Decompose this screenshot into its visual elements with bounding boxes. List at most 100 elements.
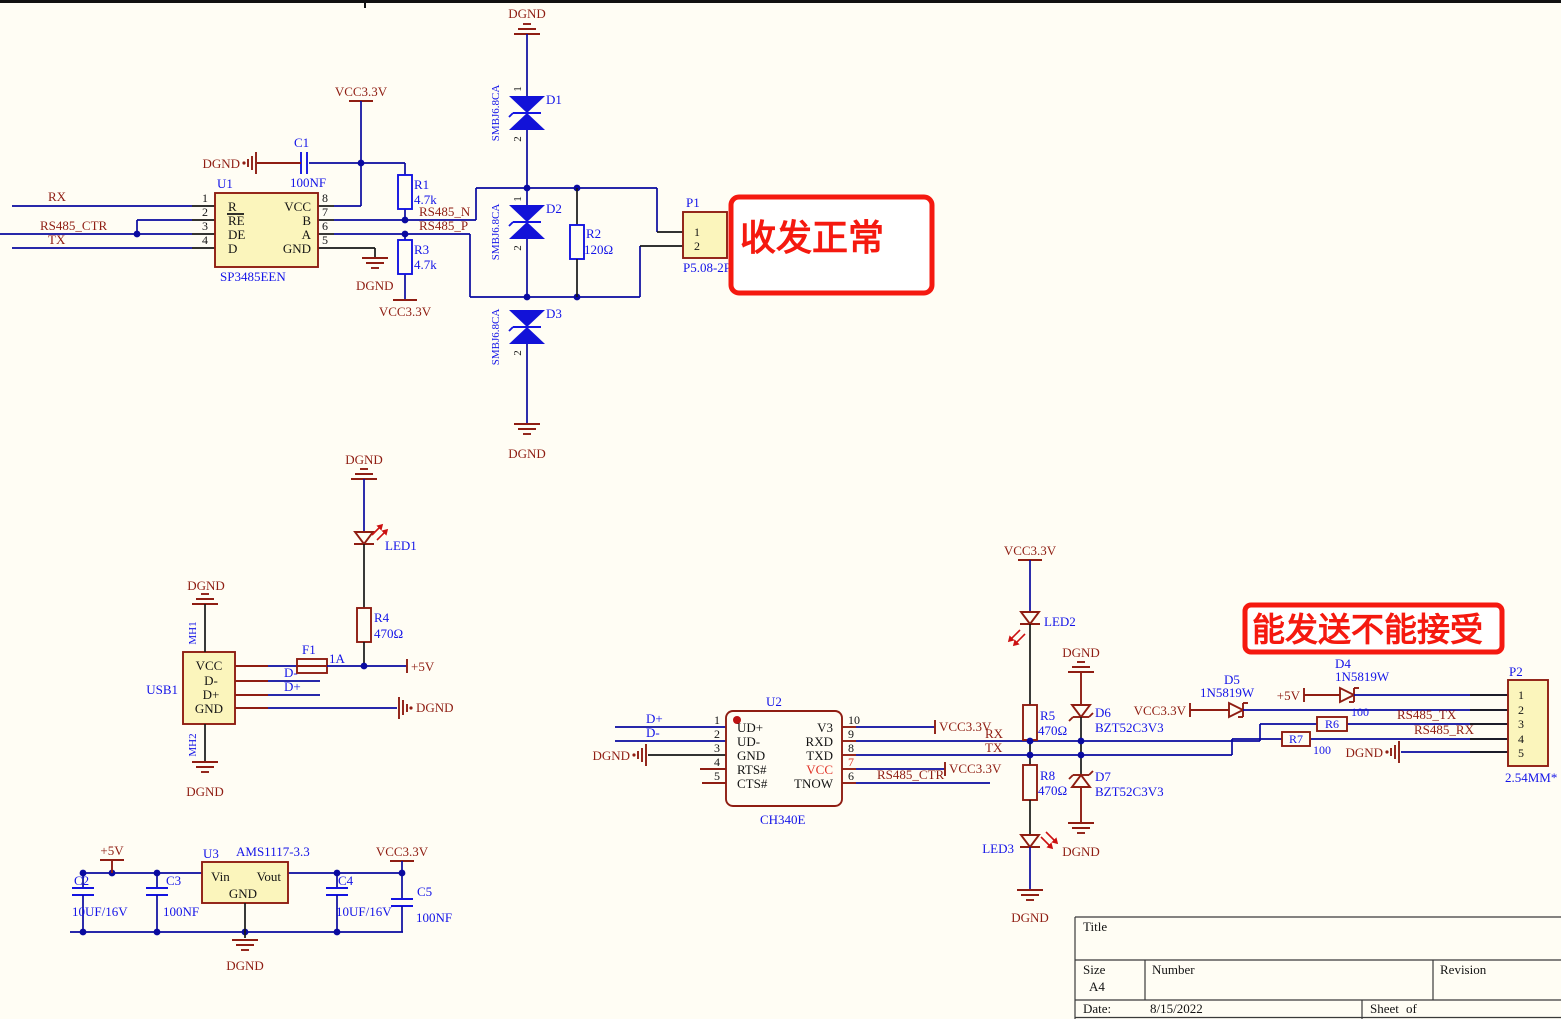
c2-val: 10UF/16V bbox=[72, 904, 128, 919]
r1-val: 4.7k bbox=[414, 192, 437, 207]
u2-pin-udm: UD- bbox=[737, 734, 760, 749]
component-p1[interactable]: P1 1 2 P5.08-2P bbox=[682, 195, 731, 275]
p2-val: 2.54MM* bbox=[1505, 770, 1557, 785]
net-label-dminus: D- bbox=[646, 725, 660, 740]
u2-pin3-num: 3 bbox=[714, 741, 720, 755]
u2-pin1-num: 1 bbox=[714, 713, 720, 727]
component-d7[interactable]: D7 BZT52C3V3 bbox=[1068, 769, 1164, 799]
u1-ref: U1 bbox=[217, 176, 233, 191]
power-vcc33-led2: VCC3.3V bbox=[1004, 543, 1057, 612]
component-usb1[interactable]: USB1 VCC D- D+ GND bbox=[146, 651, 236, 725]
c5-val: 100NF bbox=[416, 910, 452, 925]
c3-ref: C3 bbox=[166, 873, 181, 888]
title-label: Title bbox=[1083, 919, 1107, 934]
component-p2[interactable]: P2 1 2 3 4 5 2.54MM* bbox=[1470, 664, 1557, 785]
component-c4[interactable]: C4 10UF/16V bbox=[326, 873, 392, 932]
date-label: Date: bbox=[1083, 1001, 1111, 1016]
dgnd-u2-gnd: DGND bbox=[592, 744, 647, 766]
u1-pin7-num: 7 bbox=[322, 205, 328, 219]
component-led2[interactable]: LED2 bbox=[1007, 611, 1076, 647]
component-f1[interactable]: F1 1A bbox=[296, 642, 364, 674]
net-label-rs485-tx: RS485_TX bbox=[1397, 707, 1457, 722]
u1-pin-vcc: VCC bbox=[284, 199, 311, 214]
component-r2[interactable]: R2 120Ω bbox=[569, 188, 613, 297]
usb-pin-dp: D+ bbox=[203, 687, 220, 702]
u1-wires bbox=[0, 159, 476, 299]
dgnd-label: DGND bbox=[416, 700, 454, 715]
u2-pin2-num: 2 bbox=[714, 727, 720, 741]
u2-part: CH340E bbox=[760, 812, 806, 827]
power-p5v-rail: +5V bbox=[100, 843, 124, 873]
u1-pin5-num: 5 bbox=[322, 233, 328, 247]
u3-pin-vout: Vout bbox=[257, 869, 282, 884]
annotation-rx-ok[interactable]: 收发正常 bbox=[728, 194, 935, 296]
u3-part: AMS1117-3.3 bbox=[236, 844, 310, 859]
component-c3[interactable]: C3 100NF bbox=[146, 873, 199, 932]
component-r3[interactable]: R3 4.7k bbox=[397, 239, 437, 275]
d3-part: SMBJ6.8CA bbox=[490, 309, 502, 366]
net-label-rx: RX bbox=[985, 726, 1004, 741]
component-r6[interactable]: R6 100 bbox=[1316, 705, 1369, 732]
c2-ref: C2 bbox=[74, 873, 89, 888]
dgnd-label: DGND bbox=[592, 748, 630, 763]
r5-val: 470Ω bbox=[1038, 723, 1067, 738]
d3-ref: D3 bbox=[546, 306, 562, 321]
r1-ref: R1 bbox=[414, 177, 429, 192]
dgnd-label: DGND bbox=[1062, 645, 1100, 660]
usb-pin-stubs bbox=[235, 665, 397, 709]
d2-pin2: 2 bbox=[512, 245, 524, 251]
d2-part: SMBJ6.8CA bbox=[490, 204, 502, 261]
vcc33-label: VCC3.3V bbox=[1134, 703, 1187, 718]
component-d5[interactable]: D5 1N5819W bbox=[1200, 672, 1255, 719]
vcc33-label: VCC3.3V bbox=[939, 719, 992, 734]
u3-pin-gnd: GND bbox=[229, 886, 257, 901]
net-label-rs485-ctr: RS485_CTR bbox=[877, 767, 945, 782]
component-r5[interactable]: R5 470Ω bbox=[1022, 704, 1067, 741]
u1-pin-b: B bbox=[302, 213, 311, 228]
usb-pin-gnd: GND bbox=[195, 701, 223, 716]
power-p5v-usb: +5V bbox=[364, 659, 435, 674]
component-d3[interactable]: D3 SMBJ6.8CA 2 bbox=[490, 306, 562, 365]
component-c2[interactable]: C2 10UF/16V bbox=[72, 873, 128, 932]
vcc33-label: VCC3.3V bbox=[376, 844, 429, 859]
component-r1[interactable]: R1 4.7k bbox=[397, 174, 437, 210]
vcc33-label: VCC3.3V bbox=[1004, 543, 1057, 558]
r2-ref: R2 bbox=[586, 226, 601, 241]
component-led3[interactable]: LED3 bbox=[982, 831, 1059, 856]
component-c5[interactable]: C5 100NF bbox=[391, 873, 452, 932]
p5v-label: +5V bbox=[100, 843, 124, 858]
component-r4[interactable]: R4 470Ω bbox=[356, 607, 403, 643]
annotation-tx-only[interactable]: 能发送不能接受 bbox=[1242, 602, 1505, 655]
vcc33-label: VCC3.3V bbox=[949, 761, 1002, 776]
component-u3[interactable]: U3 AMS1117-3.3 Vin Vout GND bbox=[201, 844, 310, 904]
component-u1[interactable]: U1 SP3485EEN 1 2 3 4 R RE DE D 8 7 6 5 V… bbox=[202, 176, 328, 284]
vcc33-label: VCC3.3V bbox=[379, 304, 432, 319]
dgnd-u3: DGND bbox=[226, 903, 264, 973]
usb1-ref: USB1 bbox=[146, 682, 178, 697]
d6-val: BZT52C3V3 bbox=[1095, 720, 1164, 735]
component-r7[interactable]: R7 100 bbox=[1281, 731, 1331, 757]
component-d1[interactable]: D1 SMBJ6.8CA 1 2 bbox=[490, 85, 562, 142]
component-d6[interactable]: D6 BZT52C3V3 bbox=[1068, 704, 1164, 735]
u2-pin4-num: 4 bbox=[714, 755, 720, 769]
p1-pin1: 1 bbox=[694, 225, 700, 239]
component-d2[interactable]: D2 SMBJ6.8CA 1 2 bbox=[490, 196, 562, 297]
led1-ref: LED1 bbox=[385, 538, 417, 553]
d2-ref: D2 bbox=[546, 201, 562, 216]
u1-pin-de: DE bbox=[228, 227, 245, 242]
u2-pin-tnow: TNOW bbox=[794, 776, 834, 791]
u2-pin6-num: 6 bbox=[848, 769, 854, 783]
r7-val: 100 bbox=[1313, 743, 1331, 757]
led2-ref: LED2 bbox=[1044, 614, 1076, 629]
u2-pin-udp: UD+ bbox=[737, 720, 763, 735]
u2-ref: U2 bbox=[766, 694, 782, 709]
dgnd-d7-bottom: DGND bbox=[1062, 787, 1100, 859]
revision-label: Revision bbox=[1440, 962, 1487, 977]
component-r8[interactable]: R8 470Ω bbox=[1022, 764, 1067, 801]
component-d4[interactable]: D4 1N5819W bbox=[1335, 656, 1390, 704]
net-label-dplus: D+ bbox=[284, 679, 301, 694]
r4-val: 470Ω bbox=[374, 626, 403, 641]
component-u2[interactable]: U2 CH340E 1 2 3 4 5 UD+ UD- GND RTS# CTS… bbox=[714, 694, 860, 827]
f1-ref: F1 bbox=[302, 642, 316, 657]
u2-pin9-num: 9 bbox=[848, 727, 854, 741]
